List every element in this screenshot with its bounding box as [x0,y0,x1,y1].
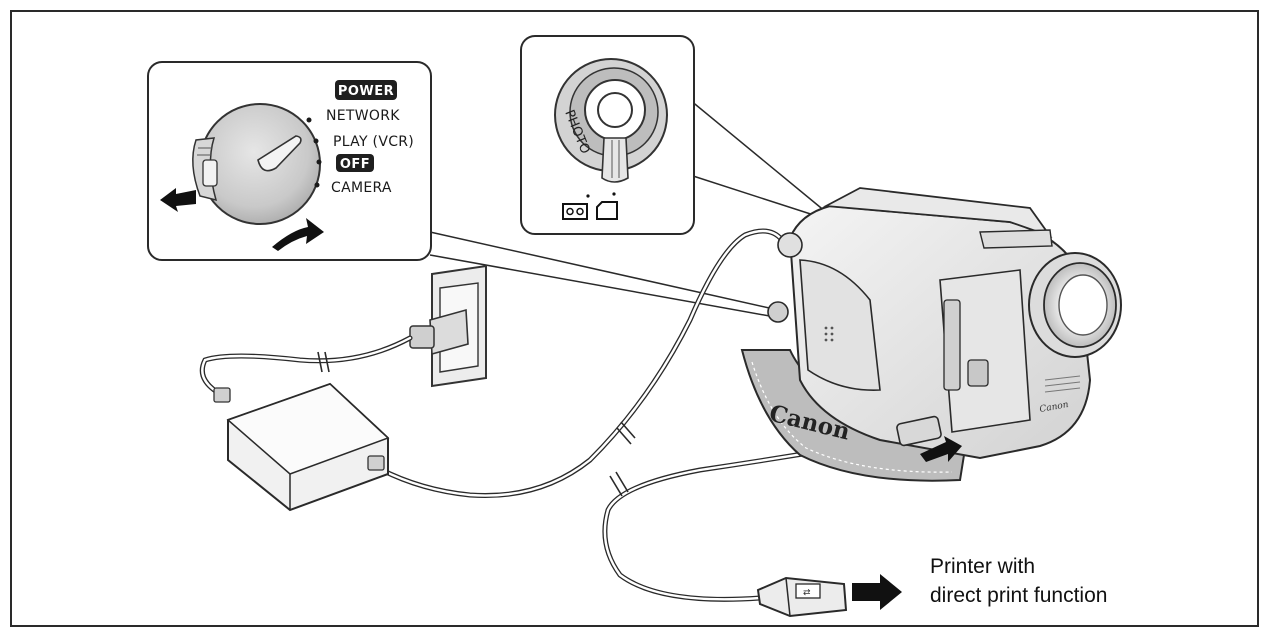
power-dial-callout: POWER NETWORK PLAY (VCR) OFF CAMERA [147,61,432,261]
power-badge-label: POWER [338,84,394,99]
wall-outlet [409,264,487,388]
insert-arrow-icon [920,436,962,462]
mode-label-camera: CAMERA [331,180,392,196]
mode-label-play: PLAY (VCR) [333,134,414,150]
mode-label-network: NETWORK [326,108,400,124]
off-badge: OFF [336,154,374,172]
photo-switch: PHOTO [554,58,668,183]
usb-connector: ⇄ [756,576,848,618]
arrow-right-icon [852,574,902,610]
off-badge-label: OFF [340,157,370,172]
card-mode-icon [596,192,618,220]
tape-mode-icon [562,194,590,220]
caption-line-2: direct print function [930,584,1108,607]
svg-text:⇄: ⇄ [803,588,811,598]
printer-caption: Printer with direct print function [930,552,1190,610]
rotate-arrow-icon [272,218,324,251]
callout-leader-lines [429,99,827,318]
ac-adapter [213,382,390,512]
camcorder: Canon Canon [740,187,1122,482]
photo-switch-callout: PHOTO [520,35,695,235]
cable-highlights [201,229,902,601]
caption-line-1: Printer with [930,555,1036,578]
push-arrow-icon [160,188,196,212]
camcorder-lens [1028,252,1122,358]
cable-break-marks [317,351,636,497]
power-dial [192,103,322,225]
power-badge: POWER [335,80,397,100]
